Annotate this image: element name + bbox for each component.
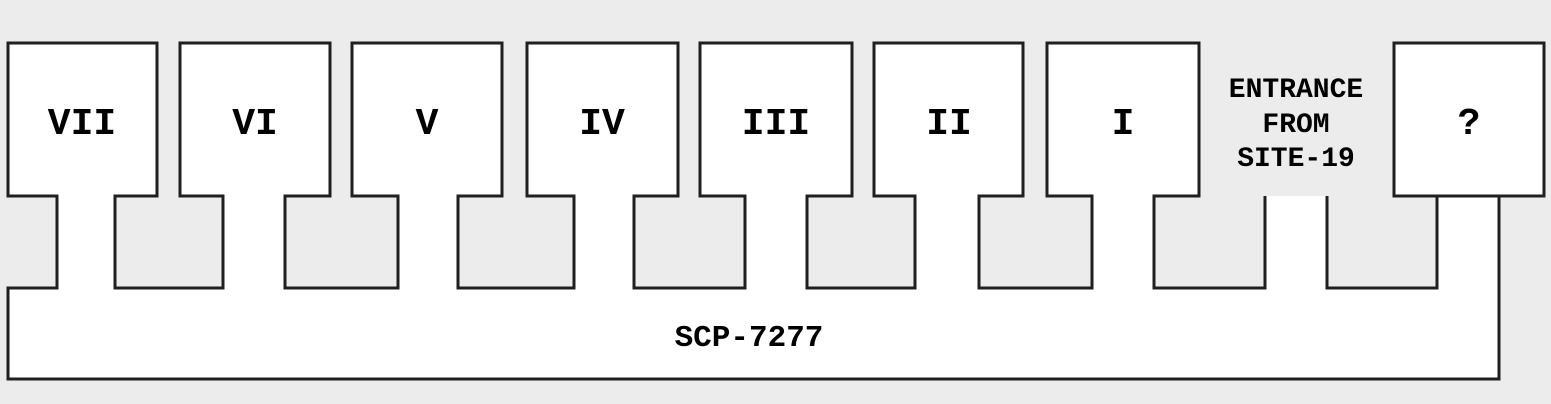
- room-label-iii: III: [742, 103, 810, 146]
- room-label-vii: VII: [48, 103, 116, 146]
- structure-fill: [8, 43, 1544, 379]
- corridor-label: SCP-7277: [675, 321, 824, 356]
- room-label-ii: II: [926, 103, 972, 146]
- room-label-unknown: ?: [1458, 103, 1481, 146]
- room-label-vi: VI: [232, 103, 278, 146]
- entrance-sign-line-2: FROM: [1262, 110, 1329, 141]
- room-label-iv: IV: [579, 103, 625, 146]
- entrance-sign-line-1: ENTRANCE: [1229, 75, 1363, 106]
- room-label-v: V: [416, 103, 439, 146]
- room-label-i: I: [1112, 103, 1135, 146]
- entrance-sign-line-3: SITE-19: [1237, 144, 1355, 175]
- structure-outline: [6, 41, 1546, 381]
